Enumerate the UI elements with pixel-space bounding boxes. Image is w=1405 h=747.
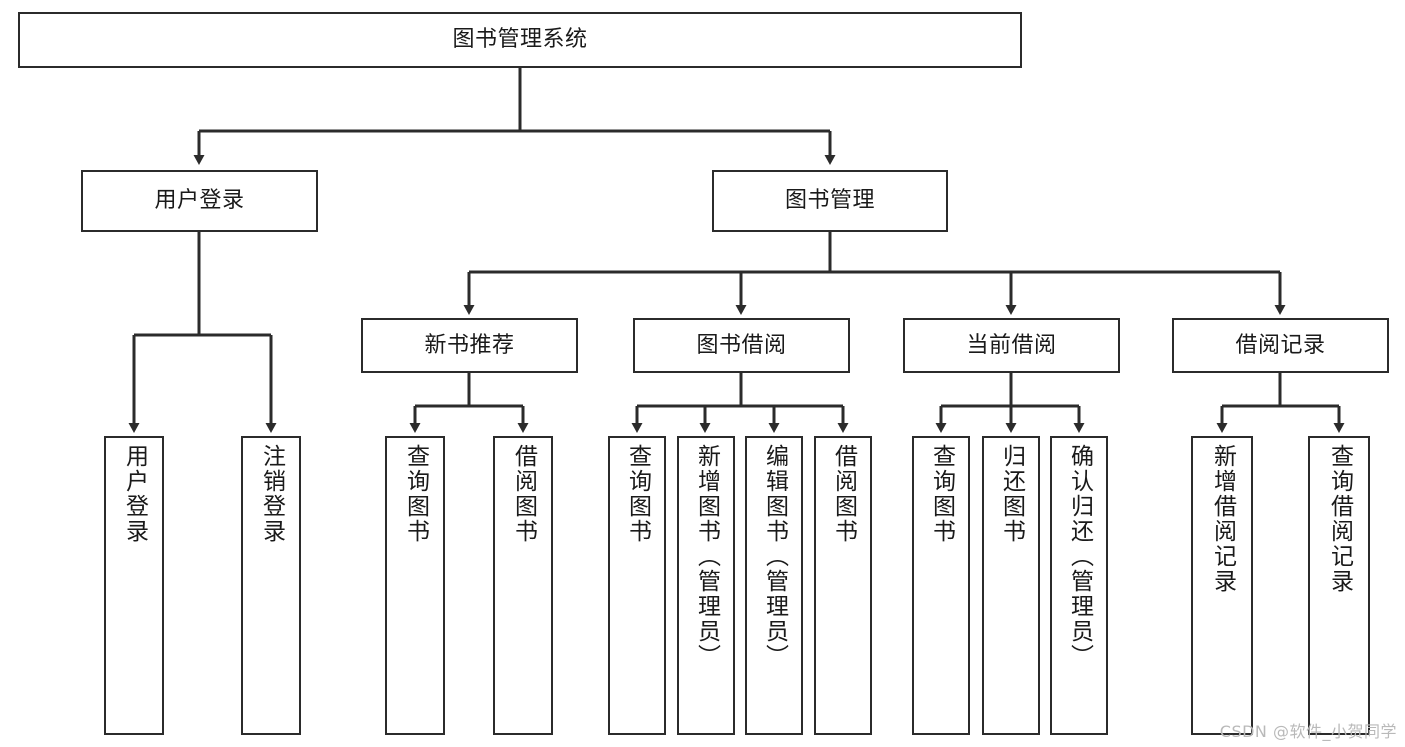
node-leaf-add-record-label: 新增借阅记录 xyxy=(1209,444,1236,594)
node-leaf-return-book[interactable]: 归还图书 xyxy=(982,436,1040,735)
node-leaf-add-book-label: 新增图书（管理员） xyxy=(693,444,720,669)
node-leaf-query-book-1[interactable]: 查询图书 xyxy=(385,436,445,735)
node-leaf-borrow-book-1[interactable]: 借阅图书 xyxy=(493,436,553,735)
node-leaf-query-book-1-label: 查询图书 xyxy=(402,444,429,544)
node-leaf-add-record[interactable]: 新增借阅记录 xyxy=(1191,436,1253,735)
node-root-label: 图书管理系统 xyxy=(452,27,588,53)
node-leaf-logout[interactable]: 注销登录 xyxy=(241,436,301,735)
node-leaf-borrow-book-1-label: 借阅图书 xyxy=(510,444,537,544)
node-leaf-query-record[interactable]: 查询借阅记录 xyxy=(1308,436,1370,735)
node-leaf-query-book-2[interactable]: 查询图书 xyxy=(608,436,666,735)
node-leaf-confirm-return[interactable]: 确认归还（管理员） xyxy=(1050,436,1108,735)
node-leaf-user-login-label: 用户登录 xyxy=(121,444,148,544)
node-book-mgmt-label: 图书管理 xyxy=(784,188,875,214)
node-new-book-rec[interactable]: 新书推荐 xyxy=(361,318,578,373)
node-book-borrow[interactable]: 图书借阅 xyxy=(633,318,850,373)
node-user-login[interactable]: 用户登录 xyxy=(81,170,318,232)
node-leaf-query-record-label: 查询借阅记录 xyxy=(1326,444,1353,594)
node-book-borrow-label: 图书借阅 xyxy=(696,332,787,358)
node-leaf-confirm-return-label: 确认归还（管理员） xyxy=(1066,444,1093,669)
node-root[interactable]: 图书管理系统 xyxy=(18,12,1022,68)
node-new-book-rec-label: 新书推荐 xyxy=(424,332,515,358)
node-leaf-edit-book[interactable]: 编辑图书（管理员） xyxy=(745,436,803,735)
node-borrow-record-label: 借阅记录 xyxy=(1235,332,1326,358)
node-leaf-borrow-book-2-label: 借阅图书 xyxy=(830,444,857,544)
node-leaf-query-book-3[interactable]: 查询图书 xyxy=(912,436,970,735)
node-current-borrow-label: 当前借阅 xyxy=(966,332,1057,358)
node-leaf-user-login[interactable]: 用户登录 xyxy=(104,436,164,735)
node-leaf-query-book-2-label: 查询图书 xyxy=(624,444,651,544)
node-leaf-edit-book-label: 编辑图书（管理员） xyxy=(761,444,788,669)
node-leaf-borrow-book-2[interactable]: 借阅图书 xyxy=(814,436,872,735)
node-leaf-query-book-3-label: 查询图书 xyxy=(928,444,955,544)
node-user-login-label: 用户登录 xyxy=(154,188,245,214)
node-leaf-return-book-label: 归还图书 xyxy=(998,444,1025,544)
watermark-text: CSDN @软件_小贺同学 xyxy=(1219,722,1397,741)
node-leaf-logout-label: 注销登录 xyxy=(258,444,285,544)
node-leaf-add-book[interactable]: 新增图书（管理员） xyxy=(677,436,735,735)
node-current-borrow[interactable]: 当前借阅 xyxy=(903,318,1120,373)
node-book-mgmt[interactable]: 图书管理 xyxy=(712,170,948,232)
node-borrow-record[interactable]: 借阅记录 xyxy=(1172,318,1389,373)
